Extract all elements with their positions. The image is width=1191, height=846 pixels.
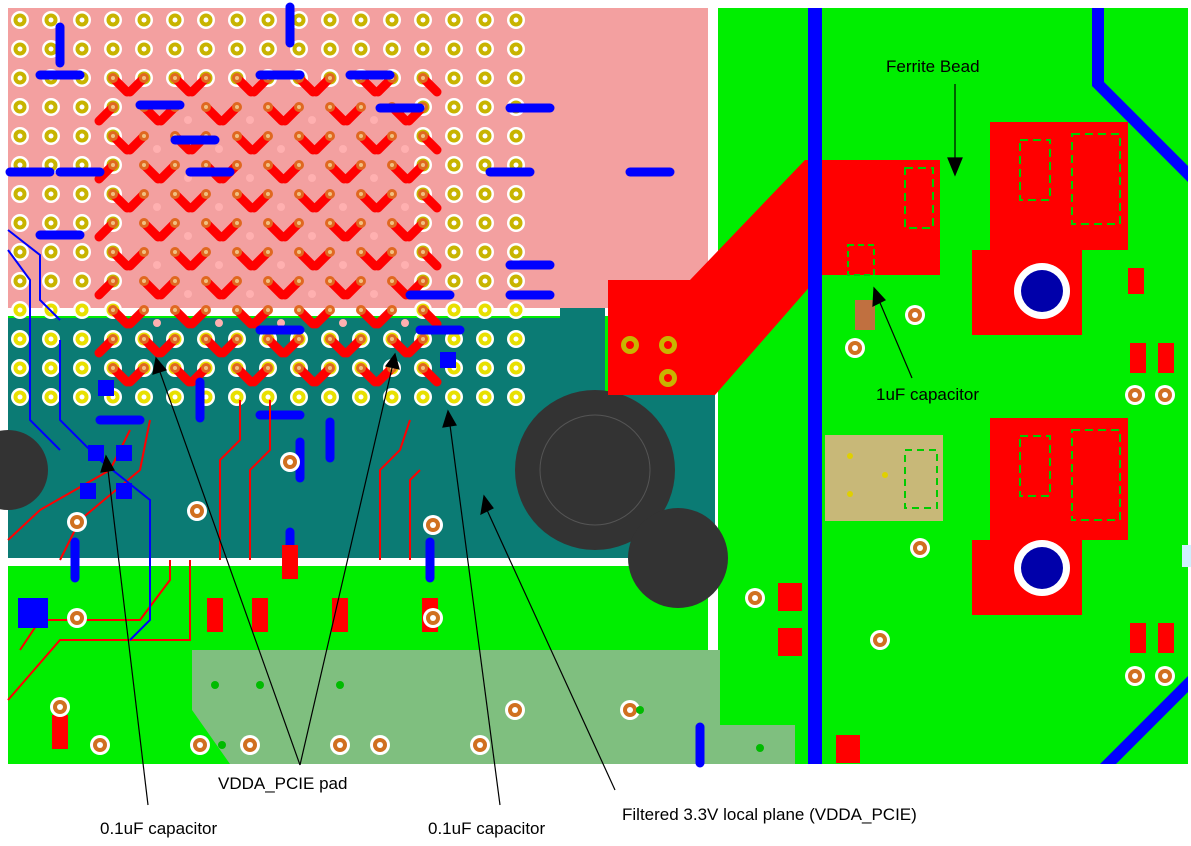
mount-hole-large xyxy=(515,390,675,550)
regulator-block-top xyxy=(972,122,1128,335)
label-0-1uf-capacitor-right: 0.1uF capacitor xyxy=(428,819,546,838)
label-0-1uf-capacitor-left: 0.1uF capacitor xyxy=(100,819,218,838)
blue-trace-vertical xyxy=(808,8,822,764)
mount-hole-small xyxy=(628,508,728,608)
label-ferrite-bead: Ferrite Bead xyxy=(886,57,980,76)
label-vdda-pcie-pad: VDDA_PCIE pad xyxy=(218,774,348,793)
mount-hole-left xyxy=(0,430,48,510)
sage-plane xyxy=(192,650,795,764)
power-trace xyxy=(608,160,940,395)
label-filtered-plane: Filtered 3.3V local plane (VDDA_PCIE) xyxy=(622,805,917,824)
regulator-block-bottom xyxy=(972,418,1128,615)
label-1uf-capacitor: 1uF capacitor xyxy=(876,385,979,404)
